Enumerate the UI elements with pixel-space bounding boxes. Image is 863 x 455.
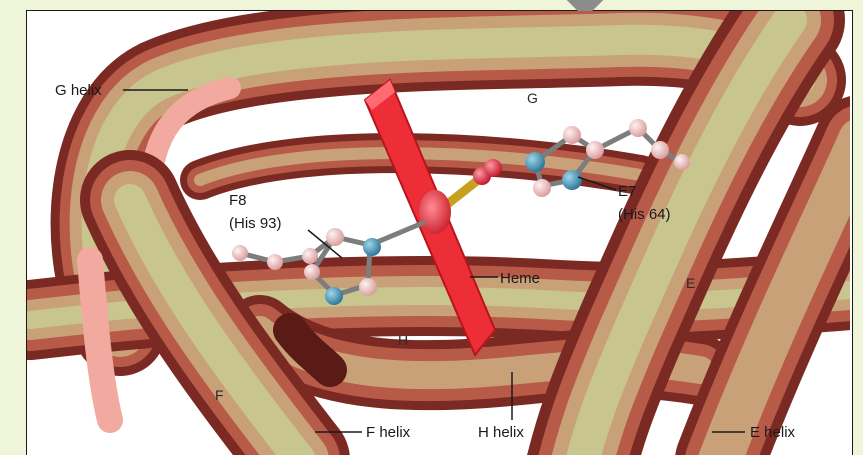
label-e: E <box>686 275 695 291</box>
f-helix-tube <box>77 150 350 455</box>
his64-atoms <box>525 119 690 197</box>
label-f-helix: F helix <box>366 424 411 441</box>
label-f8: F8 <box>229 192 247 209</box>
iron-atom <box>419 190 451 234</box>
label-his93: (His 93) <box>229 215 282 232</box>
label-his64: (His 64) <box>618 206 671 223</box>
protein-tubes <box>27 11 850 455</box>
leader-lines <box>123 89 745 433</box>
label-heme: Heme <box>500 270 540 287</box>
label-e-helix: E helix <box>750 424 796 441</box>
e-helix-tube <box>527 11 845 455</box>
label-h-helix: H helix <box>478 424 524 441</box>
label-e7: E7 <box>618 183 636 200</box>
heme-group <box>363 78 497 357</box>
label-g: G <box>527 90 538 106</box>
his93-atoms <box>232 228 381 305</box>
label-g-helix: G helix <box>55 82 102 99</box>
oxygen-molecule <box>473 159 502 185</box>
label-f: F <box>215 387 224 403</box>
e-helix-tube-2 <box>675 96 850 455</box>
label-h: H <box>398 332 408 348</box>
